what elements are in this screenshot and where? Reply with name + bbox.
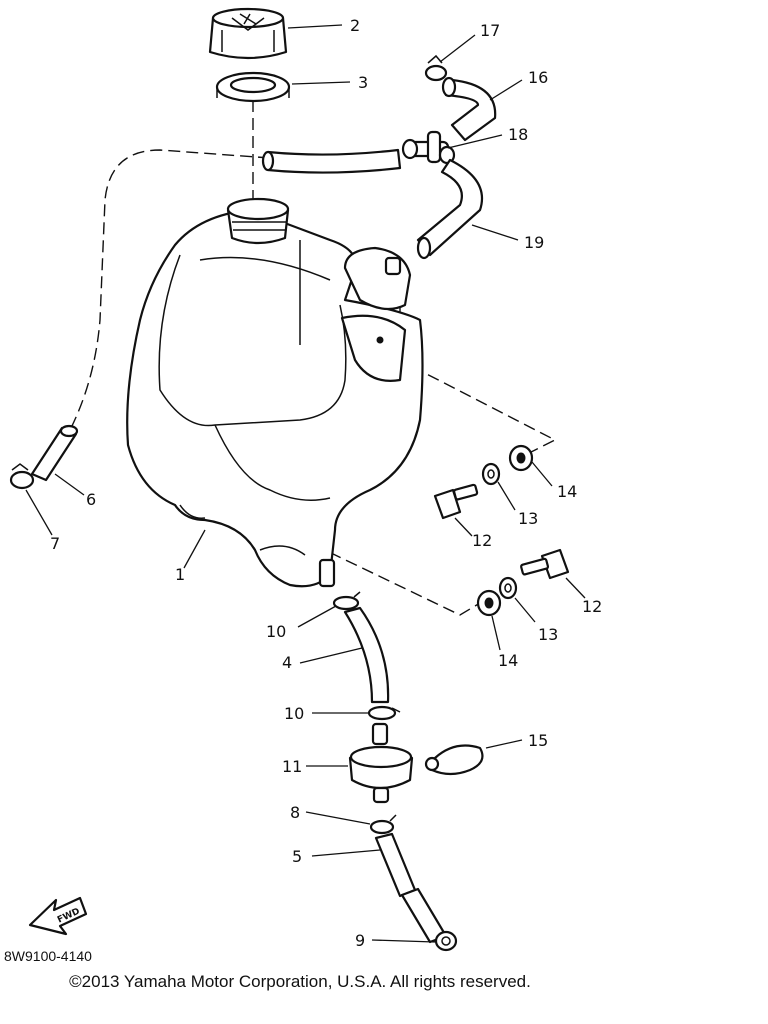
hose-6 [30, 424, 79, 482]
callout-12-upper: 12 [472, 531, 492, 550]
fuel-hose-5 [374, 832, 448, 944]
callout-19: 19 [524, 233, 544, 252]
callout-10-lower: 10 [284, 704, 304, 723]
t-joint [401, 130, 456, 165]
bolt-12-lower [520, 548, 570, 580]
hose-clip-17 [424, 54, 448, 82]
callout-4: 4 [282, 653, 292, 672]
hose-clip-10-lower [367, 705, 401, 721]
leader-lines [25, 24, 586, 943]
hose-clip-9 [434, 930, 458, 952]
hose-19 [416, 158, 484, 260]
breather-hose-upper [261, 148, 402, 174]
callout-7: 7 [50, 534, 60, 553]
callout-15: 15 [528, 731, 548, 750]
callout-10-upper: 10 [266, 622, 286, 641]
callout-16: 16 [528, 68, 548, 87]
filter-clamp-15 [424, 744, 484, 776]
hose-16 [441, 76, 497, 142]
fuel-cap [208, 7, 288, 60]
callout-1: 1 [175, 565, 185, 584]
callout-9: 9 [355, 931, 365, 950]
callout-14-upper: 14 [557, 482, 577, 501]
fwd-arrow: FWD [28, 896, 88, 936]
callout-2: 2 [350, 16, 360, 35]
bolt-12-upper [433, 483, 479, 520]
rubber-damper-14-lower [476, 589, 502, 617]
hose-clip-8 [369, 814, 397, 835]
callout-14-lower: 14 [498, 651, 518, 670]
hose-clip-10-upper [332, 591, 361, 611]
callout-13-lower: 13 [538, 625, 558, 644]
washer-13-upper [481, 462, 501, 486]
callout-18: 18 [508, 125, 528, 144]
callout-6: 6 [86, 490, 96, 509]
fuel-tank [126, 197, 424, 588]
callout-8: 8 [290, 803, 300, 822]
cap-gasket [215, 71, 291, 103]
callout-5: 5 [292, 847, 302, 866]
callout-numbers: 2 3 17 16 18 19 14 13 12 6 7 1 12 13 14 … [50, 16, 602, 950]
callout-3: 3 [358, 73, 368, 92]
diagram-code: 8W9100-4140 [4, 948, 92, 964]
hose-clip-7 [9, 463, 35, 490]
callout-17: 17 [480, 21, 500, 40]
callout-12-lower: 12 [582, 597, 602, 616]
copyright-notice: ©2013 Yamaha Motor Corporation, U.S.A. A… [69, 972, 531, 991]
callout-11: 11 [282, 757, 302, 776]
fuel-hose-4 [343, 606, 390, 704]
rubber-damper-14-upper [508, 444, 534, 472]
callout-13-upper: 13 [518, 509, 538, 528]
fuel-filter-11 [348, 722, 414, 804]
washer-13-lower [498, 576, 518, 600]
